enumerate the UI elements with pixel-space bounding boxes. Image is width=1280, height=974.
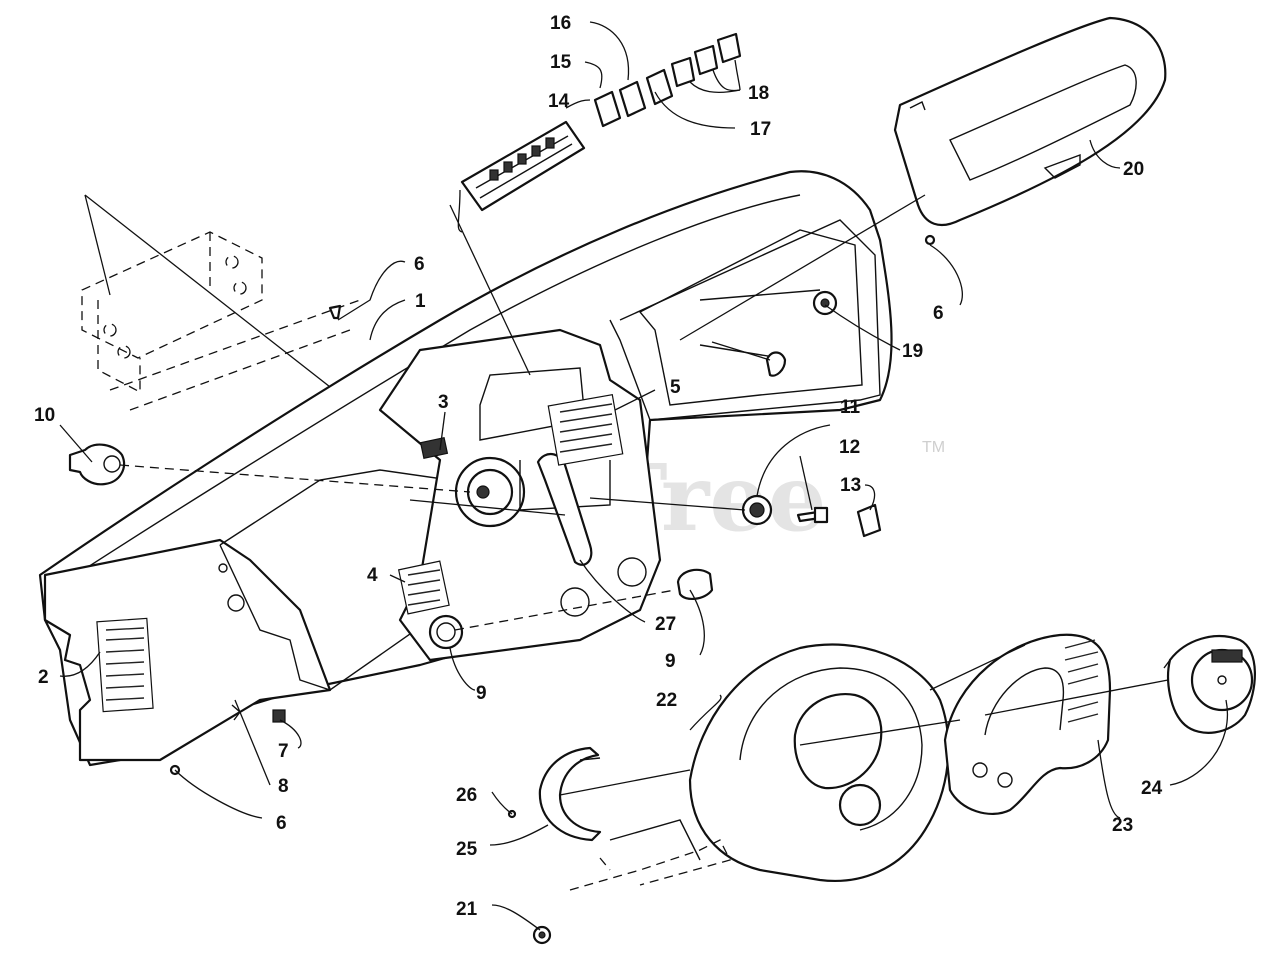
- callout-15: 15: [550, 52, 572, 73]
- explode-lines: [119, 194, 1169, 796]
- callout-11: 11: [840, 397, 861, 418]
- callout-27: 27: [655, 614, 676, 635]
- decal-5: [547, 394, 624, 466]
- speedometer-24: [1163, 635, 1256, 734]
- trademark-mark: TM: [922, 439, 945, 456]
- callout-22: 22: [656, 690, 677, 711]
- callout-14: 14: [548, 91, 570, 112]
- screw-6-right: [924, 234, 936, 246]
- instrument-hood-20: [893, 16, 1167, 227]
- callout-20: 20: [1123, 159, 1144, 180]
- callout-4: 4: [367, 565, 378, 586]
- callout-5: 5: [670, 377, 681, 398]
- fuse-block-14: [460, 120, 586, 212]
- socket-9-left: [428, 614, 464, 650]
- callout-25: 25: [456, 839, 478, 860]
- fastener-7: [272, 709, 286, 723]
- clip-25: [538, 746, 602, 842]
- callout-12: 12: [839, 437, 860, 458]
- key-fob-13: [856, 503, 882, 538]
- decal-2: [96, 617, 154, 713]
- mounting-bracket: [81, 194, 363, 413]
- fuses-15-18: [593, 32, 742, 128]
- callout-6-bottom: 6: [276, 813, 287, 834]
- screw-21: [532, 925, 552, 945]
- wire-harness-27: [536, 453, 593, 566]
- callout-19: 19: [902, 341, 923, 362]
- lower-bracket-dashed: [569, 839, 731, 891]
- callout-10: 10: [34, 405, 55, 426]
- screw-6-top: [328, 304, 342, 320]
- decal-4: [397, 560, 450, 615]
- callout-8: 8: [278, 776, 289, 797]
- ignition-switch-10: [68, 443, 126, 486]
- callout-17: 17: [750, 119, 771, 140]
- leader-lines: [59, 21, 1229, 931]
- callout-18: 18: [748, 83, 769, 104]
- callout-labels: 1 2 3 4 5 6 6 6 7 8 9 9 10 11 12 13 14 1…: [34, 13, 1163, 920]
- callout-1: 1: [415, 291, 426, 312]
- callout-23: 23: [1112, 815, 1133, 836]
- callout-6-top: 6: [414, 254, 425, 275]
- callout-2: 2: [38, 667, 49, 688]
- grommet-11: [741, 494, 773, 526]
- callout-6-right: 6: [933, 303, 944, 324]
- callout-3: 3: [438, 392, 449, 413]
- callout-13: 13: [840, 475, 861, 496]
- bezel-decal-23: [943, 633, 1112, 815]
- callout-24: 24: [1141, 778, 1163, 799]
- key-12: [796, 506, 829, 524]
- callout-16: 16: [550, 13, 571, 34]
- callout-9-left: 9: [476, 683, 487, 704]
- callout-7: 7: [278, 741, 289, 762]
- callout-26: 26: [456, 785, 477, 806]
- callout-21: 21: [456, 899, 478, 920]
- callout-9-right: 9: [665, 651, 676, 672]
- gauge-pod-22: [609, 643, 950, 882]
- socket-9-right: [676, 568, 714, 600]
